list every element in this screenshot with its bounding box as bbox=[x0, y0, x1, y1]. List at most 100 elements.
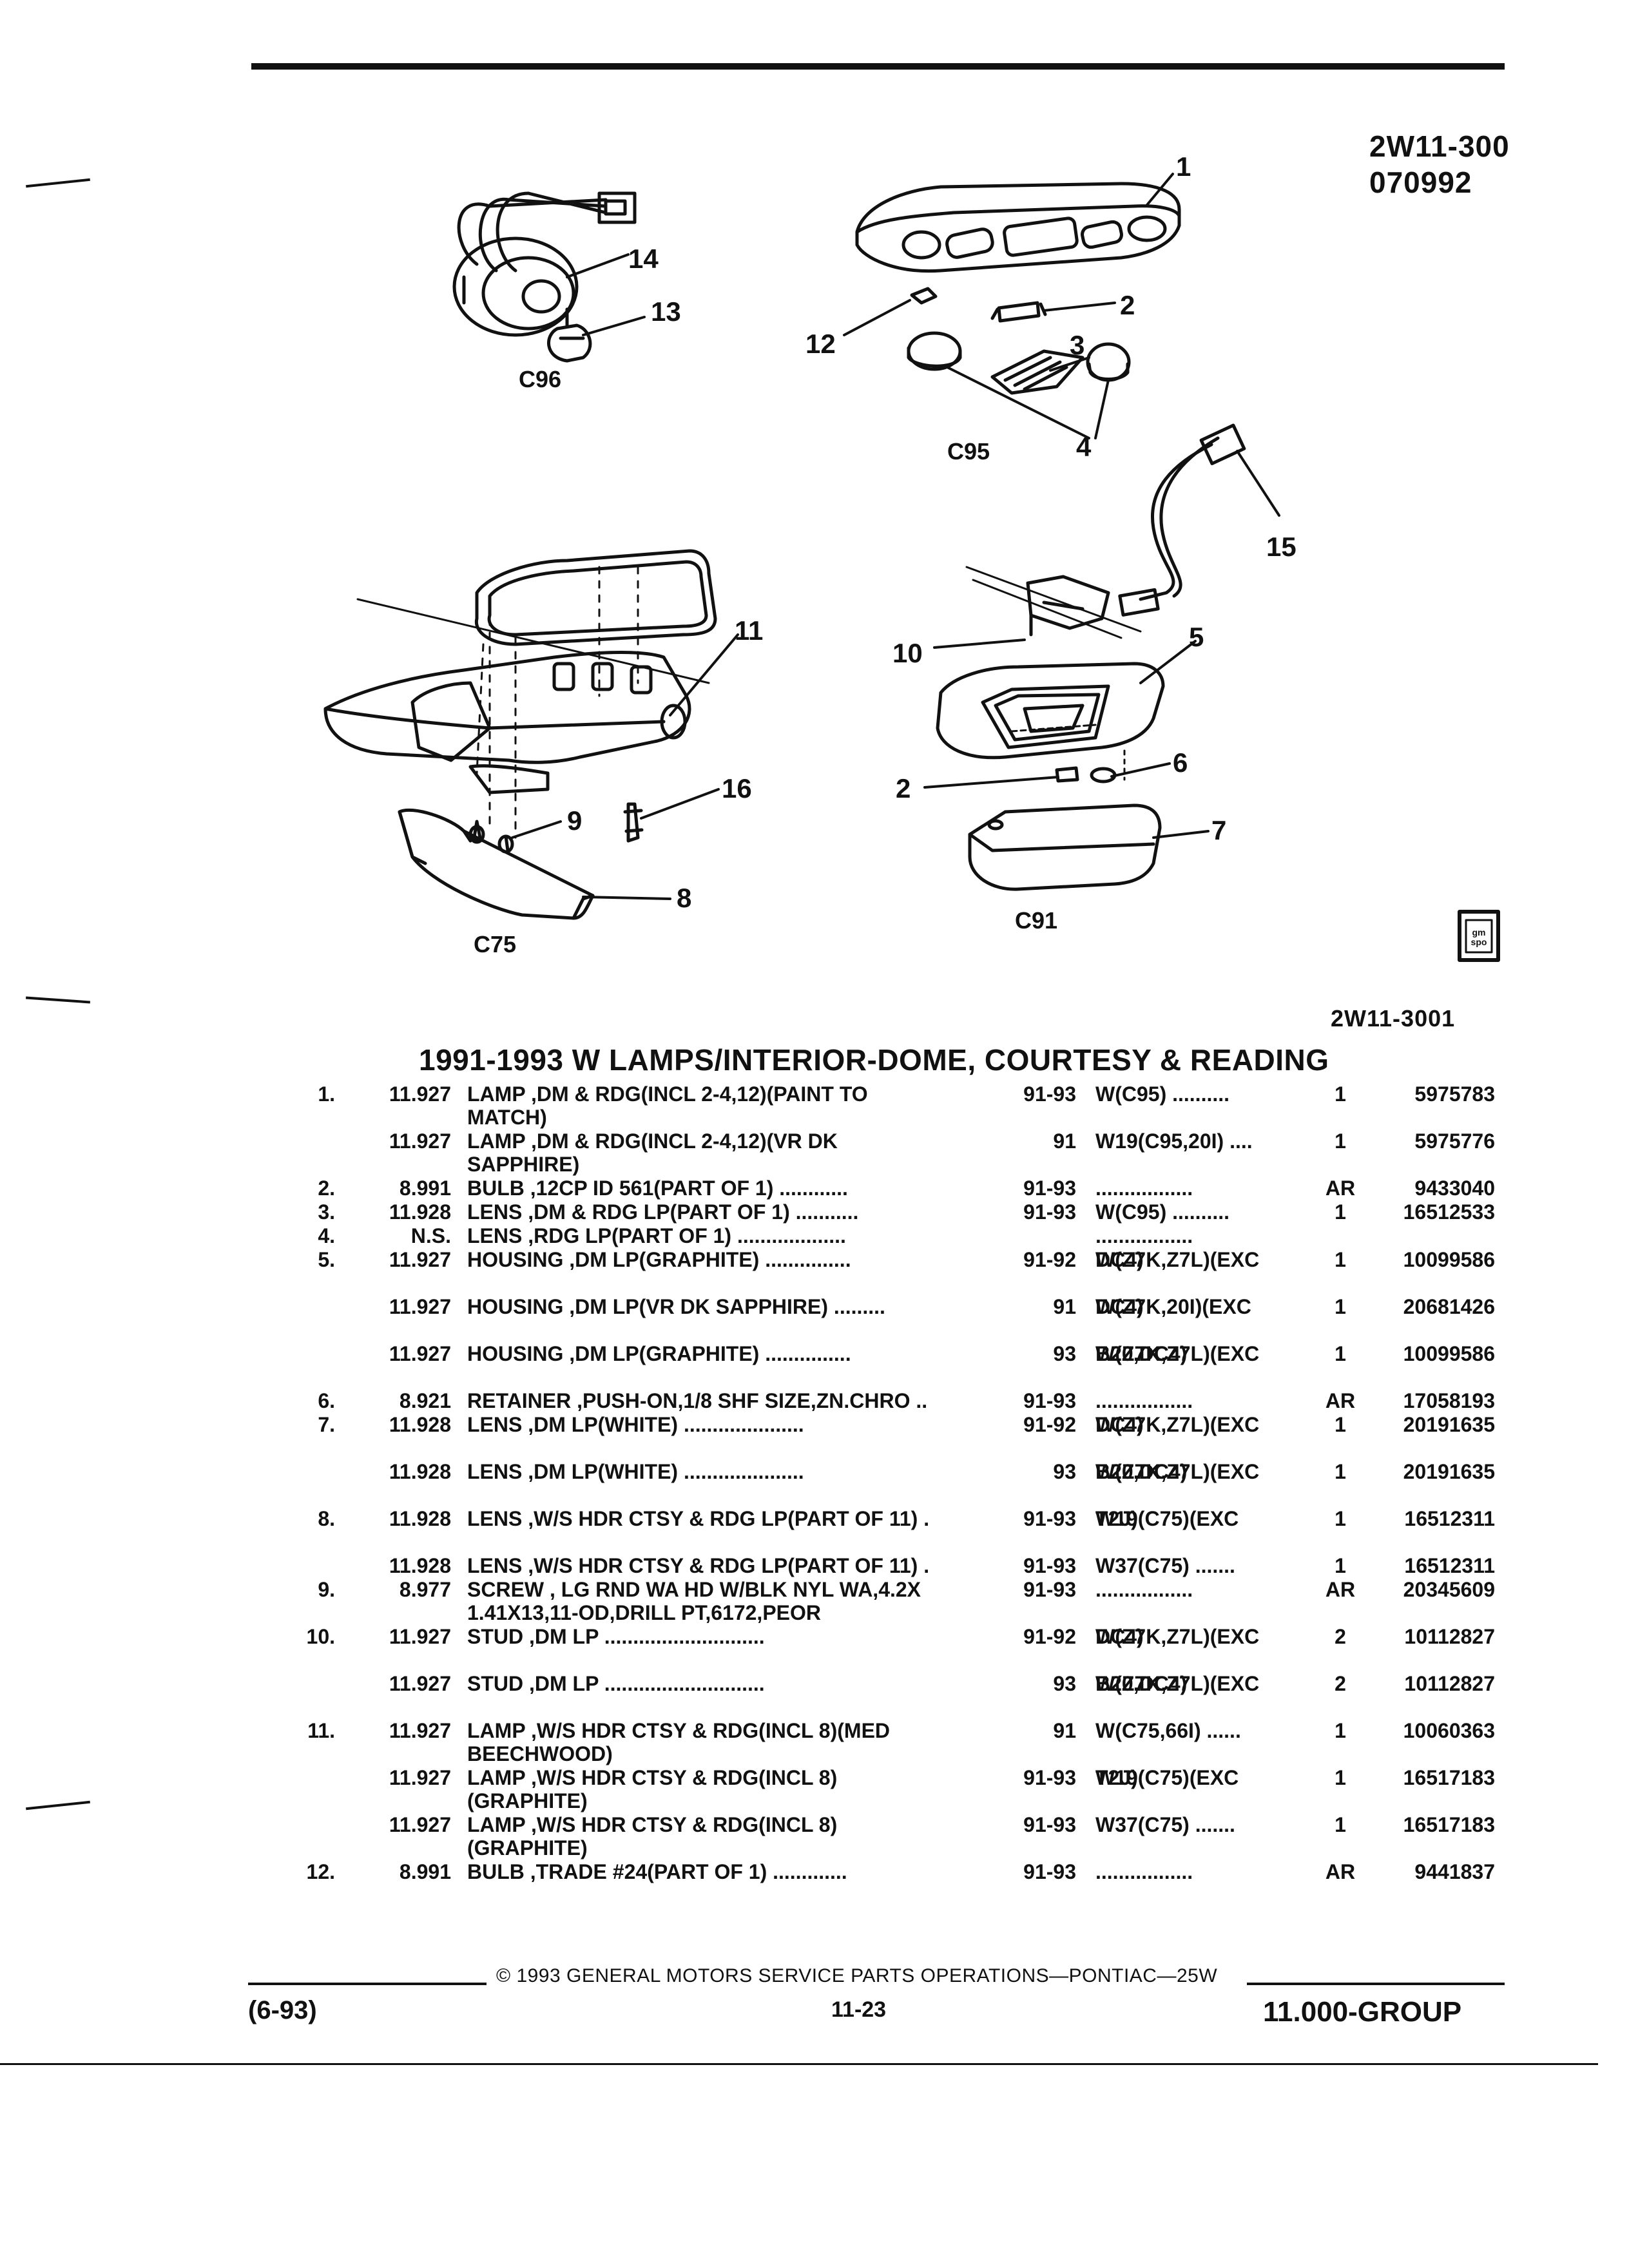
description-line: HOUSING ,DM LP(VR DK SAPPHIRE) ......... bbox=[467, 1295, 885, 1318]
part-description: LENS ,DM LP(WHITE) ..................... bbox=[467, 1413, 1002, 1436]
footer-rule-left bbox=[248, 1983, 487, 1985]
callout-14: 14 bbox=[628, 244, 659, 274]
group-number: 11.927 bbox=[389, 1129, 451, 1153]
quantity: 1 bbox=[1335, 1342, 1346, 1365]
model-years: 91-93 bbox=[1023, 1766, 1076, 1789]
group-number: 11.928 bbox=[389, 1507, 451, 1530]
model-years: 93 bbox=[1053, 1342, 1076, 1365]
callout-5: 5 bbox=[1189, 622, 1204, 652]
group-number: 11.927 bbox=[389, 1813, 451, 1836]
usage-line: T2J) bbox=[1095, 1507, 1138, 1530]
group-label-c91: C91 bbox=[1015, 907, 1058, 934]
item-number: 2. bbox=[318, 1177, 335, 1200]
callout-12: 12 bbox=[805, 329, 836, 359]
model-years: 91-93 bbox=[1023, 1507, 1076, 1530]
part-number: 10060363 bbox=[1403, 1719, 1495, 1742]
usage-line: DC4) bbox=[1095, 1295, 1144, 1318]
model-years: 91-92 bbox=[1023, 1413, 1076, 1436]
description-line: BEECHWOOD) bbox=[467, 1742, 613, 1765]
item-number: 7. bbox=[318, 1413, 335, 1436]
model-years: 91-92 bbox=[1023, 1625, 1076, 1648]
part-number: 20345609 bbox=[1403, 1578, 1495, 1601]
leader-lines bbox=[511, 633, 739, 900]
group-label-c75: C75 bbox=[474, 931, 517, 957]
diagram-date-code: 070992 bbox=[1369, 166, 1472, 199]
usage-line: ................. bbox=[1095, 1860, 1193, 1883]
group-number: 11.927 bbox=[389, 1248, 451, 1271]
quantity: 1 bbox=[1335, 1248, 1346, 1271]
description-line: LENS ,DM LP(WHITE) ..................... bbox=[467, 1413, 804, 1436]
group-label-c96: C96 bbox=[519, 366, 562, 392]
group-number: 11.927 bbox=[389, 1082, 451, 1106]
model-years: 91-93 bbox=[1023, 1389, 1076, 1412]
description-line: LAMP ,DM & RDG(INCL 2-4,12)(VR DK bbox=[467, 1129, 838, 1153]
bottom-rule bbox=[0, 2063, 1598, 2065]
group-number: 11.927 bbox=[389, 1342, 451, 1365]
usage-line: W19(C75)(EXC bbox=[1095, 1507, 1239, 1530]
usage-line: W(Z7K,Z7L)(EXC bbox=[1095, 1248, 1260, 1271]
usage-line: W(C75,66I) ...... bbox=[1095, 1719, 1241, 1742]
item-number: 8. bbox=[318, 1507, 335, 1530]
callout-15: 15 bbox=[1266, 532, 1296, 562]
quantity: AR bbox=[1325, 1177, 1356, 1200]
part-description: LAMP ,W/S HDR CTSY & RDG(INCL 8)(GRAPHIT… bbox=[467, 1766, 1002, 1812]
description-line: BULB ,TRADE #24(PART OF 1) ............. bbox=[467, 1860, 847, 1883]
diagram-code: 2W11-300 bbox=[1369, 130, 1510, 163]
usage-line: W(Z7K,Z7L)(EXC bbox=[1095, 1413, 1260, 1436]
part-description: HOUSING ,DM LP(VR DK SAPPHIRE) ......... bbox=[467, 1295, 1002, 1318]
leader-lines bbox=[843, 173, 1174, 439]
part-number: 16517183 bbox=[1403, 1766, 1495, 1789]
part-number: 10099586 bbox=[1403, 1342, 1495, 1365]
usage-line: ................. bbox=[1095, 1224, 1193, 1247]
item-number: 5. bbox=[318, 1248, 335, 1271]
usage-line: DC4) bbox=[1095, 1248, 1144, 1271]
part-description: BULB ,TRADE #24(PART OF 1) ............. bbox=[467, 1860, 1002, 1883]
quantity: AR bbox=[1325, 1578, 1356, 1601]
model-years: 91-93 bbox=[1023, 1578, 1076, 1601]
description-line: LENS ,DM & RDG LP(PART OF 1) ........... bbox=[467, 1200, 859, 1224]
group-number: 11.927 bbox=[389, 1672, 451, 1695]
description-line: (GRAPHITE) bbox=[467, 1836, 588, 1860]
description-line: LAMP ,W/S HDR CTSY & RDG(INCL 8)(MED bbox=[467, 1719, 891, 1742]
model-years: 91-93 bbox=[1023, 1554, 1076, 1577]
description-line: HOUSING ,DM LP(GRAPHITE) ............... bbox=[467, 1342, 851, 1365]
part-number: 16517183 bbox=[1403, 1813, 1495, 1836]
model-years: 91-93 bbox=[1023, 1813, 1076, 1836]
usage-line: DC4) bbox=[1095, 1413, 1144, 1436]
usage-line: DC4) bbox=[1095, 1625, 1144, 1648]
description-line: STUD ,DM LP ............................ bbox=[467, 1625, 765, 1648]
usage-line: W(C95) .......... bbox=[1095, 1200, 1230, 1224]
group-number: 11.000-GROUP bbox=[1263, 1996, 1462, 2028]
part-number: 9441837 bbox=[1414, 1860, 1495, 1883]
callout-10: 10 bbox=[892, 638, 923, 668]
group-number: 8.991 bbox=[399, 1177, 451, 1200]
part-description: LENS ,W/S HDR CTSY & RDG LP(PART OF 11) … bbox=[467, 1554, 1002, 1577]
usage-line: B20,DC4) bbox=[1095, 1672, 1188, 1695]
part-description: RETAINER ,PUSH-ON,1/8 SHF SIZE,ZN.CHRO .… bbox=[467, 1389, 1002, 1412]
usage-line: W(Z7K,Z7L)(EXC bbox=[1095, 1460, 1260, 1483]
quantity: 1 bbox=[1335, 1719, 1346, 1742]
part-description: BULB ,12CP ID 561(PART OF 1) ...........… bbox=[467, 1177, 1002, 1200]
console-c95 bbox=[855, 182, 1181, 273]
callout-2: 2 bbox=[1120, 290, 1135, 320]
group-number: 11.927 bbox=[389, 1719, 451, 1742]
quantity: 1 bbox=[1335, 1507, 1346, 1530]
usage-line: B20,DC4) bbox=[1095, 1342, 1188, 1365]
quantity: 1 bbox=[1335, 1813, 1346, 1836]
description-line: 1.41X13,11-OD,DRILL PT,6172,PEOR bbox=[467, 1601, 821, 1624]
model-years: 91-92 bbox=[1023, 1248, 1076, 1271]
part-description: LENS ,DM & RDG LP(PART OF 1) ........... bbox=[467, 1200, 1002, 1224]
description-line: LENS ,RDG LP(PART OF 1) ................… bbox=[467, 1224, 846, 1247]
dome-assembly-c91 bbox=[936, 566, 1165, 891]
usage-line: ................. bbox=[1095, 1177, 1193, 1200]
usage-line: W(Z7K,Z7L)(EXC bbox=[1095, 1625, 1260, 1648]
usage-line: W19(C75)(EXC bbox=[1095, 1766, 1239, 1789]
description-line: (GRAPHITE) bbox=[467, 1789, 588, 1812]
quantity: AR bbox=[1325, 1389, 1356, 1412]
model-years: 91 bbox=[1053, 1129, 1076, 1153]
quantity: 1 bbox=[1335, 1554, 1346, 1577]
callout-16: 16 bbox=[722, 773, 752, 803]
description-line: SAPPHIRE) bbox=[467, 1153, 580, 1176]
